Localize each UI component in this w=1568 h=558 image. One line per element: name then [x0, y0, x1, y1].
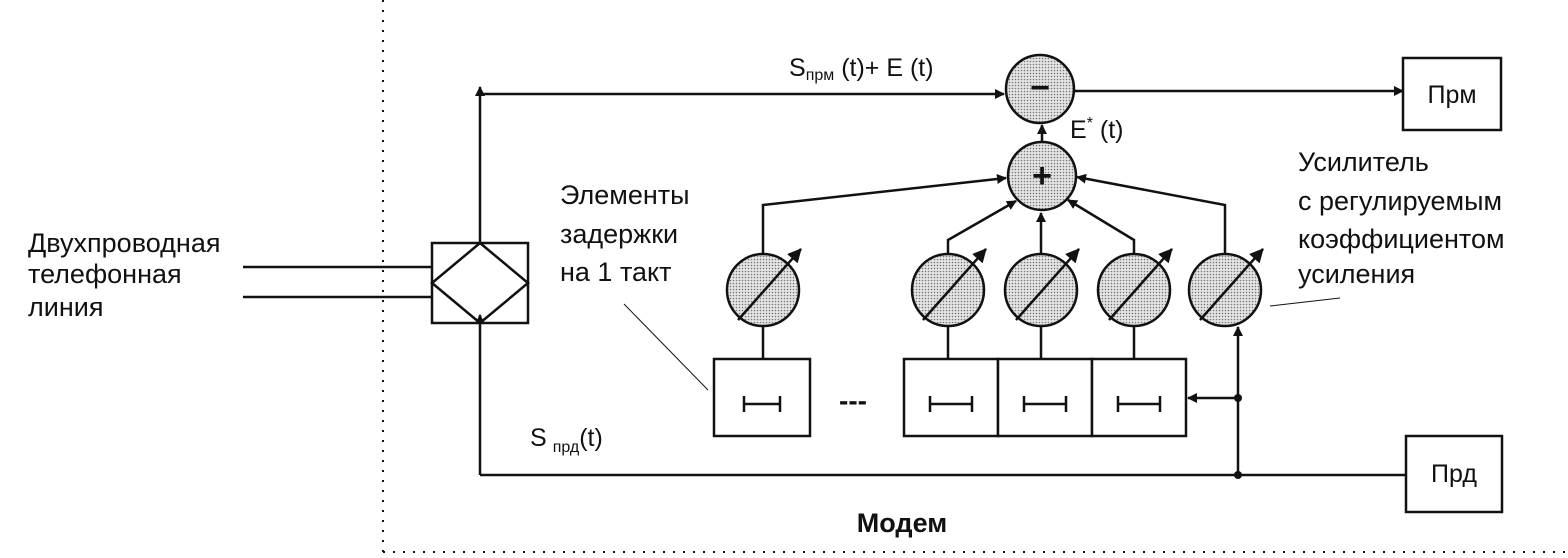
echo-estimate-label: E* (t)	[1070, 115, 1123, 144]
amplifier-3	[1003, 248, 1080, 328]
transmit-path	[475, 314, 1406, 479]
amplifier-5	[1187, 248, 1264, 328]
delay-label-3: на 1 такт	[560, 257, 672, 287]
amp-label-2: с регулируемым	[1298, 186, 1502, 216]
amplifier-to-summer-connections	[761, 173, 1227, 253]
amp-label-1: Усилитель	[1298, 147, 1429, 177]
receive-path	[475, 86, 1404, 243]
delay-element-2	[902, 357, 1000, 438]
subtractor: −	[1004, 53, 1076, 125]
line-label-1: Двухпроводная	[28, 228, 220, 258]
delay-element-1	[712, 357, 812, 438]
plus-sign: +	[1032, 157, 1052, 195]
modem-boundary	[382, 0, 1568, 553]
transmitter-label: Прд	[1431, 460, 1477, 488]
summer: +	[1006, 124, 1078, 212]
delay-element-4	[1090, 357, 1188, 438]
delay-pointer-line	[623, 303, 709, 391]
amplifier-pointer-line	[1269, 297, 1341, 307]
telephone-line-wires	[243, 265, 432, 299]
hybrid-transformer	[430, 241, 530, 325]
delay-label-2: задержки	[560, 219, 678, 249]
delay-label-1: Элементы	[560, 180, 690, 210]
amplifier-2	[910, 248, 987, 328]
delay-element-3	[996, 357, 1094, 438]
minus-sign: −	[1030, 69, 1050, 107]
modem-label: Модем	[857, 508, 947, 538]
receiver-box: Прм	[1401, 56, 1503, 132]
receiver-label: Прм	[1427, 81, 1476, 109]
delay-ellipsis: ---	[839, 385, 867, 416]
delay-to-amplifier-links	[761, 326, 1136, 359]
amplifier-1	[725, 248, 802, 328]
line-label-3: линия	[28, 292, 103, 322]
amplifier-4	[1096, 248, 1173, 328]
amp-label-3: коэффициентом	[1298, 224, 1505, 254]
line-label-2: телефонная	[28, 259, 182, 289]
transmitter-box: Прд	[1404, 434, 1504, 514]
amp-label-4: усиления	[1298, 259, 1415, 289]
rx-signal-label: Sпрм (t)+ E (t)	[789, 54, 934, 84]
